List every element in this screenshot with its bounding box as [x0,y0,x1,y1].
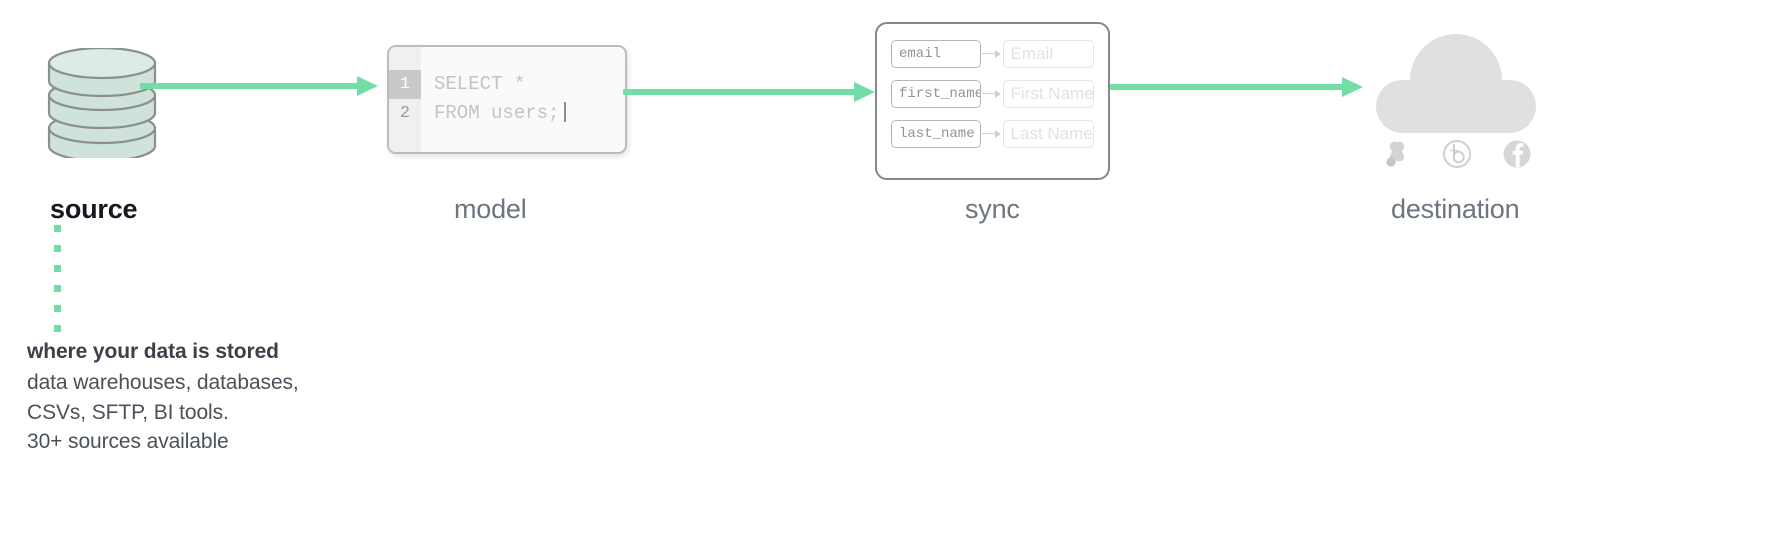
source-field-input[interactable]: last_name [891,120,981,148]
destination-logo-row [1381,138,1533,170]
mapping-arrow-icon [981,89,1003,99]
google-ads-logo [1381,138,1413,170]
editor-code-area[interactable]: SELECT * FROM users; [421,47,625,152]
editor-line-number-gutter: 1 2 [389,47,421,152]
field-mapping-row[interactable]: last_name Last Name [891,120,1094,148]
source-description-line: data warehouses, databases, [27,370,299,394]
arrow-sync-to-destination [1110,77,1363,97]
stage-label-model: model [454,194,527,224]
source-field-input[interactable]: email [891,40,981,68]
editor-code-text: FROM users; [434,102,560,124]
editor-line-number: 2 [399,104,411,123]
source-description-heading: where your data is stored [27,340,279,363]
source-dotted-connector [54,225,61,345]
mapping-arrow-icon [981,129,1003,139]
editor-code-text: SELECT * [434,73,526,95]
stage-label-sync: sync [965,194,1020,224]
source-description: where your data is stored data warehouse… [27,337,457,457]
model-code-editor[interactable]: 1 2 SELECT * FROM users; [387,45,627,154]
source-description-line: 30+ sources available [27,430,229,454]
editor-code-line: SELECT * [434,70,625,99]
database-cylinder-icon [46,46,158,163]
field-mapping-row[interactable]: first_name First Name [891,80,1094,108]
stage-label-source: source [50,194,138,224]
field-mapping-row[interactable]: email Email [891,40,1094,68]
stage-label-destination: destination [1391,194,1520,224]
editor-code-line: FROM users; [434,99,625,128]
connector-dot [54,245,61,252]
mapping-arrow-icon [981,49,1003,59]
destination-field-input[interactable]: Email [1002,40,1094,68]
connector-dot [54,285,61,292]
source-description-line: CSVs, SFTP, BI tools. [27,400,229,424]
connector-dot [54,325,61,332]
connector-dot [54,225,61,232]
connector-dot [54,265,61,272]
cloud-icon [1370,28,1542,138]
source-field-input[interactable]: first_name [891,80,981,108]
braze-logo [1441,138,1473,170]
arrow-model-to-sync [623,82,875,102]
text-caret [564,102,567,122]
editor-line-number: 1 [389,70,421,99]
arrow-source-to-model [140,76,378,96]
destination-field-input[interactable]: Last Name [1002,120,1094,148]
connector-dot [54,305,61,312]
sync-field-mapping-panel[interactable]: email Email first_name First Name last_n… [875,22,1110,180]
facebook-logo [1501,138,1533,170]
destination-field-input[interactable]: First Name [1002,80,1094,108]
